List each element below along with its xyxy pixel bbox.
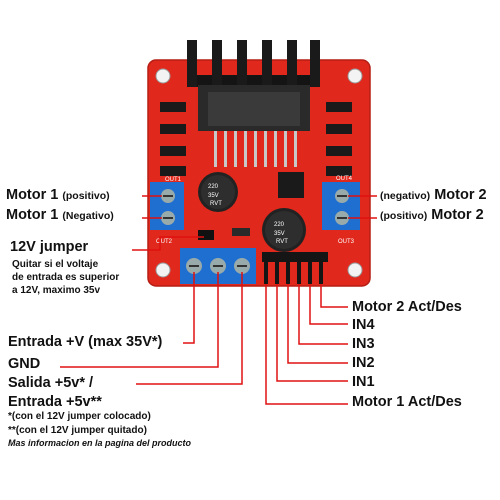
resistor — [232, 228, 250, 236]
voltage-regulator — [278, 172, 304, 198]
label-motor1-positive-main: Motor 1 — [6, 187, 59, 203]
terminal-motor1 — [150, 182, 184, 230]
jumper-desc-line: de entrada es superior — [12, 272, 120, 283]
capacitor-right — [262, 208, 306, 252]
label-motor1-negative: Motor 1 (Negativo) — [6, 207, 114, 223]
silk-out3: OUT3 — [338, 239, 355, 245]
label-motor2-negative-main: Motor 2 — [434, 187, 487, 203]
terminal-motor2 — [322, 182, 360, 230]
jumper-desc-line: Quitar si el voltaje — [12, 259, 99, 270]
label-gnd: GND — [8, 356, 41, 372]
label-motor2-positive: (positivo) Motor 2 — [380, 207, 484, 223]
heatsink — [187, 40, 320, 87]
mounting-hole — [347, 262, 363, 278]
jumper-12v — [198, 230, 214, 240]
label-motor2-negative-sub: (negativo) — [380, 190, 431, 202]
label-motor2-positive-sub: (positivo) — [380, 210, 428, 222]
label-motor1-positive-sub: (positivo) — [62, 190, 110, 202]
silk-out4: OUT4 — [336, 176, 353, 182]
mounting-hole — [155, 68, 171, 84]
label-jumper-title: 12V jumper — [10, 239, 89, 255]
driver-chip — [198, 85, 310, 167]
label-note1: *(con el 12V jumper colocado) — [8, 411, 151, 422]
cap-right-brand: RVT — [276, 239, 288, 245]
label-note3: Mas informacion en la pagina del product… — [8, 438, 192, 448]
label-motor1-negative-main: Motor 1 — [6, 207, 59, 223]
mounting-hole — [155, 262, 171, 278]
capacitor-left — [198, 172, 238, 212]
silk-out2: OUT2 — [156, 239, 173, 245]
label-entrada-v: Entrada +V (max 35V*) — [8, 334, 163, 350]
label-jumper-desc: Quitar si el voltaje de entrada es super… — [12, 258, 119, 297]
label-note2: **(con el 12V jumper quitado) — [8, 425, 147, 436]
label-motor2-positive-main: Motor 2 — [431, 207, 484, 223]
cap-right-voltage: 35V — [274, 231, 285, 237]
cap-left-value: 220 — [208, 184, 219, 190]
label-salida-5v: Salida +5v* / — [8, 375, 94, 391]
label-motor1-act: Motor 1 Act/Des — [352, 394, 462, 410]
label-motor2-negative: (negativo) Motor 2 — [380, 187, 487, 203]
leader-lines — [60, 195, 377, 405]
silk-out1: OUT1 — [165, 177, 182, 183]
label-in4: IN4 — [352, 317, 375, 333]
label-entrada-5v: Entrada +5v** — [8, 394, 102, 410]
header-pins — [262, 252, 328, 284]
diodes-right — [326, 102, 352, 176]
label-motor2-act: Motor 2 Act/Des — [352, 299, 462, 315]
label-motor1-positive: Motor 1 (positivo) — [6, 187, 110, 203]
cap-right-value: 220 — [274, 222, 285, 228]
mounting-hole — [347, 68, 363, 84]
diodes-left — [160, 102, 186, 176]
cap-left-brand: RVT — [210, 201, 222, 207]
label-in2: IN2 — [352, 355, 375, 371]
jumper-desc-line: a 12V, maximo 35v — [12, 285, 101, 296]
cap-left-voltage: 35V — [208, 193, 219, 199]
label-motor1-negative-sub: (Negativo) — [62, 210, 114, 222]
label-in3: IN3 — [352, 336, 375, 352]
terminal-power — [180, 248, 256, 284]
label-in1: IN1 — [352, 374, 375, 390]
